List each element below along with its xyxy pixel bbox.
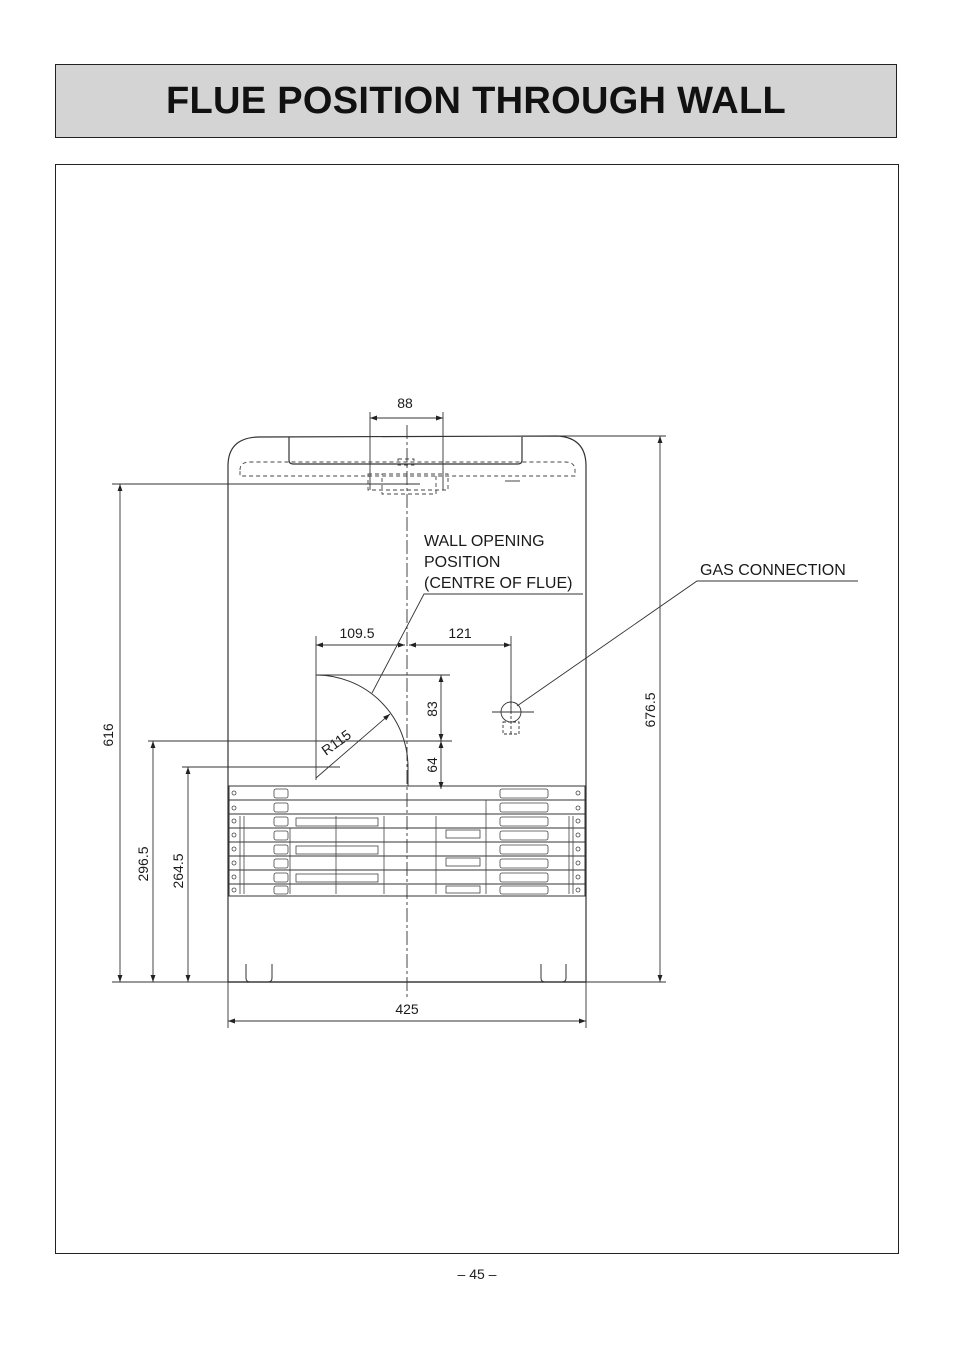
top-dashed-detail (239, 458, 576, 495)
drawing-frame (55, 164, 899, 1254)
gas-connection-leader (516, 580, 858, 707)
height-b-label: 264.5 (170, 853, 186, 888)
title-banner: FLUE POSITION THROUGH WALL (55, 64, 897, 138)
flue-width-dimension (369, 412, 444, 490)
total-height-dimension (522, 435, 666, 983)
heater-feet (245, 964, 567, 983)
wall-opening-leader (371, 593, 583, 694)
gas-connection-symbol (492, 696, 534, 736)
total-width-label: 425 (395, 1001, 419, 1017)
grille-details (231, 788, 581, 895)
page-number: – 45 – (457, 1266, 497, 1282)
flue-height-label: 616 (100, 723, 116, 747)
left-height-dimensions (112, 484, 228, 983)
wall-opening-label-line2: POSITION (424, 554, 500, 571)
total-height-label: 676.5 (642, 692, 658, 727)
total-width-dimension (227, 982, 587, 1028)
flue-width-label: 88 (397, 395, 413, 411)
wall-opening-label-line3: (CENTRE OF FLUE) (424, 575, 572, 592)
clearance-arc (315, 674, 409, 786)
vertical-offset-dimensions (148, 675, 452, 789)
wall-opening-label-line1: WALL OPENING (424, 533, 545, 550)
left-offset-label: 109.5 (339, 625, 374, 641)
gas-connection-label: GAS CONNECTION (700, 562, 846, 579)
page-title: FLUE POSITION THROUGH WALL (166, 79, 786, 122)
upper-vertical-label: 83 (424, 701, 440, 717)
radius-label: R115 (318, 726, 354, 758)
lower-vertical-label: 64 (424, 757, 440, 773)
offset-dimensions (315, 636, 512, 780)
right-offset-label: 121 (448, 625, 472, 641)
height-a-label: 296.5 (135, 846, 151, 881)
